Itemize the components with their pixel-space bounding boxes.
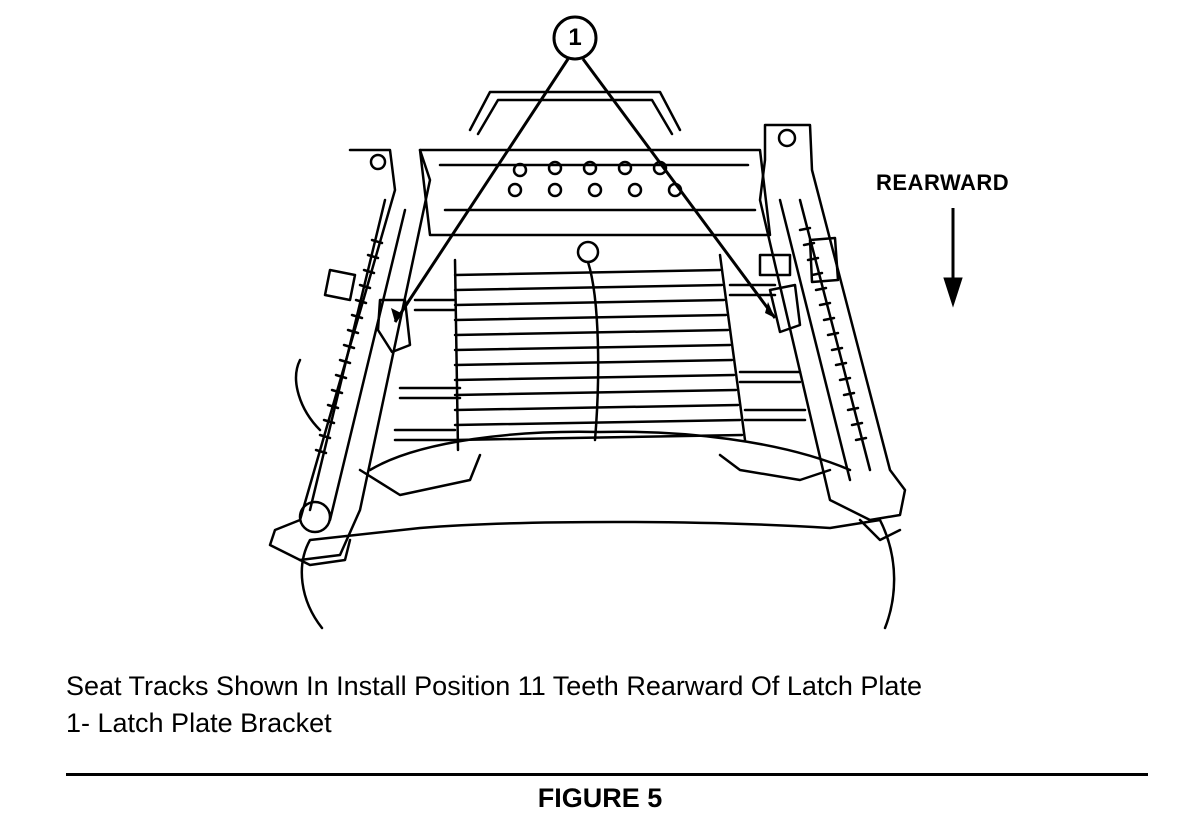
right-latch-bracket — [768, 283, 802, 334]
caption-line-1: Seat Tracks Shown In Install Position 11… — [66, 671, 922, 701]
right-seat-track — [758, 123, 907, 522]
callout-leaders — [393, 15, 777, 323]
left-seat-track — [268, 148, 432, 562]
left-latch-bracket — [376, 298, 412, 354]
seat-cushion-front — [368, 430, 852, 472]
callout-circle — [552, 15, 598, 61]
caption-line-2: 1- Latch Plate Bracket — [66, 708, 332, 738]
rear-crossbar — [418, 148, 772, 237]
rear-frame — [468, 90, 682, 132]
rearward-arrow — [943, 208, 963, 308]
callout-number: 1 — [568, 24, 582, 51]
divider-rule — [66, 773, 1148, 776]
seat-cushion-outline — [300, 518, 896, 630]
seat-track-illustration — [268, 15, 963, 630]
figure-title: FIGURE 5 — [537, 783, 663, 813]
rearward-label: REARWARD — [876, 170, 1010, 195]
